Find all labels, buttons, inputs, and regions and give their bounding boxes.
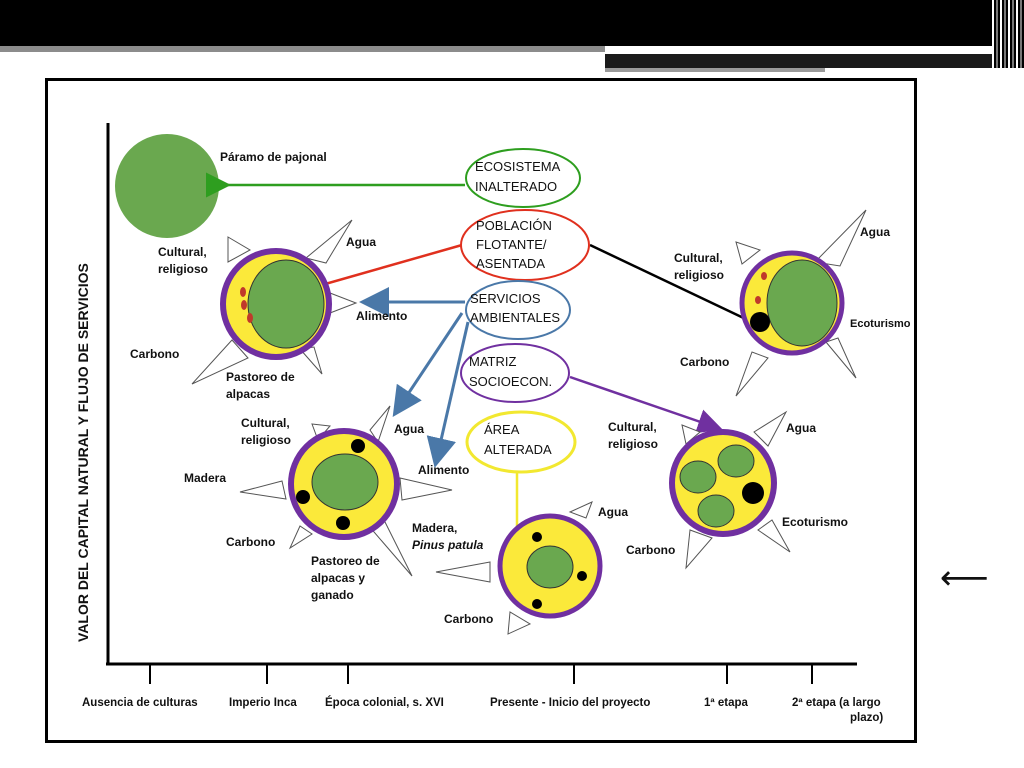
etapa1-circle (669, 410, 791, 570)
top-dark-strip (605, 54, 1005, 68)
top-light-strip (605, 68, 825, 72)
svg-text:MATRIZ: MATRIZ (469, 354, 516, 369)
label: Alimento (356, 309, 407, 323)
paramo-circle (115, 134, 219, 238)
diagram-frame (45, 78, 917, 743)
label: Ecoturismo (782, 515, 848, 529)
label: Ecoturismo (850, 318, 911, 330)
etapa2-circle (735, 209, 867, 397)
axes (106, 123, 857, 684)
label: Pastoreo de (311, 554, 380, 568)
x-axis-ticks: Ausencia de culturas Imperio Inca Época … (82, 696, 883, 724)
arrow-matriz (569, 375, 723, 434)
label: Alimento (418, 463, 469, 477)
tick-label: Imperio Inca (229, 697, 297, 709)
label: Cultural, (158, 245, 207, 259)
present-circle (435, 501, 603, 635)
tick-label: 1ª etapa (704, 697, 748, 709)
colonial-circle (239, 405, 453, 577)
svg-text:POBLACIÓN: POBLACIÓN (476, 218, 552, 233)
label: Agua (860, 225, 890, 239)
label: religioso (241, 433, 291, 447)
label: Pastoreo de (226, 370, 295, 384)
inca-circle (191, 219, 358, 385)
arrow-servicios-col-agua (392, 312, 464, 417)
top-right-stripes (992, 0, 1024, 68)
label: Cultural, (608, 420, 657, 434)
svg-text:INALTERADO: INALTERADO (475, 179, 557, 194)
label: Agua (394, 422, 424, 436)
box-ecosistema: ECOSISTEMA INALTERADO (465, 148, 581, 208)
label: Carbono (680, 355, 729, 369)
tick-label: Presente - Inicio del proyecto (490, 697, 650, 709)
label: Carbono (130, 347, 179, 361)
label: Agua (786, 421, 816, 435)
box-servicios: SERVICIOS AMBIENTALES (465, 280, 571, 340)
label: Agua (598, 505, 628, 519)
label: Cultural, (241, 416, 290, 430)
label: Pinus patula (412, 538, 484, 552)
side-arrow: ⟵ (940, 558, 989, 598)
box-area: ÁREA ALTERADA (465, 410, 577, 474)
label: Carbono (226, 535, 275, 549)
svg-text:FLOTANTE/: FLOTANTE/ (476, 237, 547, 252)
svg-text:ASENTADA: ASENTADA (476, 256, 545, 271)
svg-text:ECOSISTEMA: ECOSISTEMA (475, 159, 561, 174)
arrow-poblacion-black (589, 243, 753, 324)
svg-text:ALTERADA: ALTERADA (484, 442, 552, 457)
label: religioso (674, 268, 724, 282)
box-matriz: MATRIZ SOCIOECON. (460, 343, 570, 403)
paramo-label: Páramo de pajonal (220, 150, 327, 164)
svg-text:ÁREA: ÁREA (484, 422, 520, 437)
arrow-servicios-col-alimento (426, 321, 470, 468)
label: alpacas (226, 387, 270, 401)
top-black-bar (0, 0, 1024, 46)
tick-label: plazo) (850, 712, 883, 724)
tick-label: 2ª etapa (a largo (792, 697, 881, 709)
y-axis-label: VALOR DEL CAPITAL NATURAL Y FLUJO DE SER… (75, 263, 91, 642)
svg-text:AMBIENTALES: AMBIENTALES (470, 310, 560, 325)
svg-text:SERVICIOS: SERVICIOS (470, 291, 541, 306)
svg-text:SOCIOECON.: SOCIOECON. (469, 374, 552, 389)
label: Agua (346, 235, 376, 249)
top-gray-strip (0, 46, 605, 52)
label: religioso (608, 437, 658, 451)
label: religioso (158, 262, 208, 276)
label: Madera, (412, 521, 457, 535)
label: Madera (184, 471, 226, 485)
box-poblacion: POBLACIÓN FLOTANTE/ ASENTADA (460, 209, 590, 281)
label: alpacas y (311, 571, 365, 585)
label: Carbono (626, 543, 675, 557)
label: Carbono (444, 612, 493, 626)
label: Cultural, (674, 251, 723, 265)
tick-label: Época colonial, s. XVI (325, 696, 444, 709)
label: ganado (311, 588, 354, 602)
tick-label: Ausencia de culturas (82, 697, 198, 709)
